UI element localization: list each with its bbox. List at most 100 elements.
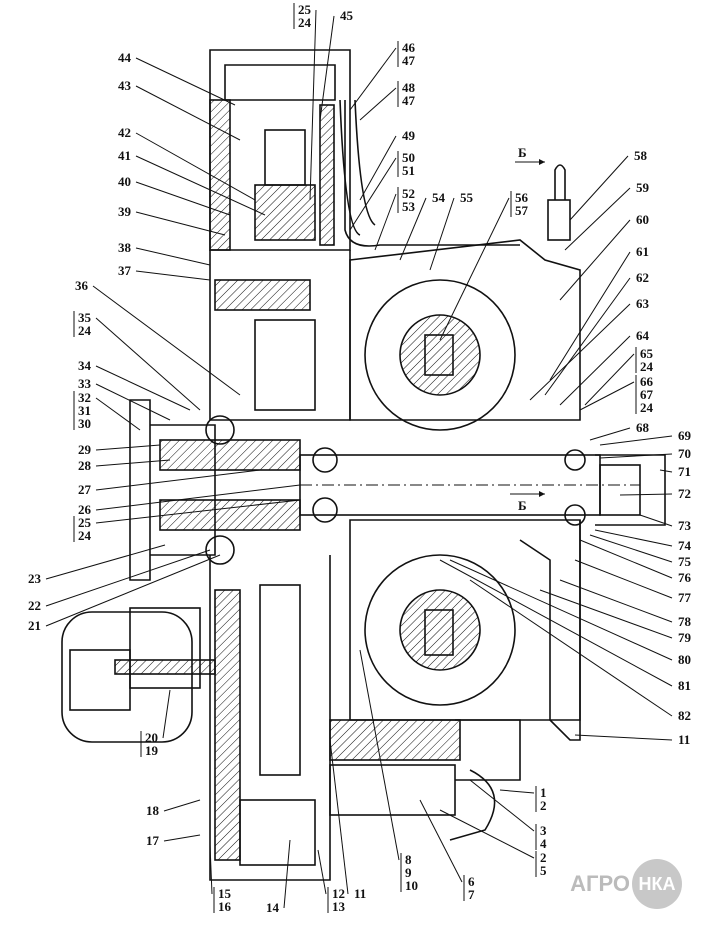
leader-line — [439, 559, 673, 687]
part-number-24: 24 — [640, 359, 654, 374]
part-number-81: 81 — [678, 678, 691, 693]
leader-line — [599, 453, 673, 459]
part-number-26: 26 — [78, 502, 92, 517]
leader-line — [135, 181, 231, 216]
leader-line — [92, 285, 241, 396]
leader-lines — [45, 9, 673, 909]
leader-line — [162, 689, 171, 739]
part-number-11: 11 — [354, 886, 366, 901]
lower-gear-housing — [209, 555, 521, 881]
part-number-76: 76 — [678, 570, 692, 585]
part-number-73: 73 — [678, 518, 692, 533]
part-number-57: 57 — [515, 203, 529, 218]
part-number-9: 9 — [405, 865, 412, 880]
part-number-72: 72 — [678, 486, 691, 501]
leader-line — [659, 469, 673, 473]
leader-line — [135, 247, 211, 266]
leader-line — [439, 809, 535, 859]
part-number-5: 5 — [540, 863, 547, 878]
part-number-49: 49 — [402, 128, 416, 143]
leader-line — [639, 514, 673, 527]
part-number-82: 82 — [678, 708, 691, 723]
part-number-24: 24 — [298, 15, 312, 30]
leader-line — [317, 849, 327, 895]
leader-line — [469, 579, 673, 717]
part-number-22: 22 — [28, 598, 41, 613]
part-number-20: 20 — [145, 730, 158, 745]
leader-line — [309, 9, 317, 201]
leader-line — [539, 589, 673, 639]
part-number-24: 24 — [78, 323, 92, 338]
leader-line — [349, 157, 397, 231]
part-number-1: 1 — [540, 785, 547, 800]
leader-line — [439, 197, 510, 341]
leader-line — [135, 155, 266, 216]
leader-line — [429, 197, 455, 271]
leader-line — [163, 834, 201, 842]
leader-line — [95, 383, 171, 421]
part-number-31: 31 — [78, 403, 91, 418]
leader-line — [95, 499, 301, 524]
part-number-50: 50 — [402, 150, 415, 165]
logo-circle: НКА — [632, 859, 682, 909]
oil-pipe — [339, 99, 496, 841]
leader-line — [569, 155, 629, 221]
leader-line — [499, 789, 535, 794]
part-number-7: 7 — [468, 887, 475, 902]
part-number-8: 8 — [405, 852, 412, 867]
part-number-35: 35 — [78, 310, 92, 325]
part-number-60: 60 — [636, 212, 649, 227]
section-mark-bottom: Б — [510, 491, 545, 513]
part-number-61: 61 — [636, 244, 649, 259]
leader-line — [283, 839, 291, 909]
part-number-21: 21 — [28, 618, 41, 633]
part-number-29: 29 — [78, 442, 92, 457]
leader-line — [319, 15, 335, 121]
part-number-19: 19 — [145, 743, 159, 758]
part-number-70: 70 — [678, 446, 691, 461]
part-number-23: 23 — [28, 571, 42, 586]
leader-line — [584, 353, 635, 406]
part-number-52: 52 — [402, 186, 415, 201]
part-number-14: 14 — [266, 900, 280, 915]
part-number-34: 34 — [78, 358, 92, 373]
leader-line — [135, 57, 236, 106]
leader-line — [549, 251, 631, 381]
leader-line — [135, 211, 226, 236]
part-number-38: 38 — [118, 240, 132, 255]
leader-line — [135, 270, 211, 281]
part-number-78: 78 — [678, 614, 692, 629]
part-number-69: 69 — [678, 428, 692, 443]
part-number-30: 30 — [78, 416, 91, 431]
leader-line — [45, 554, 221, 627]
part-number-18: 18 — [146, 803, 160, 818]
part-number-46: 46 — [402, 40, 416, 55]
leader-line — [579, 381, 635, 411]
leader-line — [135, 132, 256, 201]
leader-line — [359, 135, 397, 201]
part-number-4: 4 — [540, 836, 547, 851]
part-number-27: 27 — [78, 482, 92, 497]
part-number-11: 11 — [678, 732, 690, 747]
part-number-59: 59 — [636, 180, 650, 195]
part-number-16: 16 — [218, 899, 232, 914]
part-number-6: 6 — [468, 874, 475, 889]
part-number-79: 79 — [678, 630, 692, 645]
part-number-71: 71 — [678, 464, 691, 479]
part-number-65: 65 — [640, 346, 654, 361]
leader-line — [349, 47, 397, 111]
leader-line — [559, 219, 631, 301]
part-number-24: 24 — [78, 528, 92, 543]
bevel-gear-housing — [349, 239, 581, 741]
part-number-39: 39 — [118, 204, 132, 219]
part-number-56: 56 — [515, 190, 529, 205]
part-number-77: 77 — [678, 590, 692, 605]
leader-line — [579, 539, 673, 579]
leader-line — [564, 187, 631, 251]
part-number-40: 40 — [118, 174, 131, 189]
part-number-75: 75 — [678, 554, 692, 569]
